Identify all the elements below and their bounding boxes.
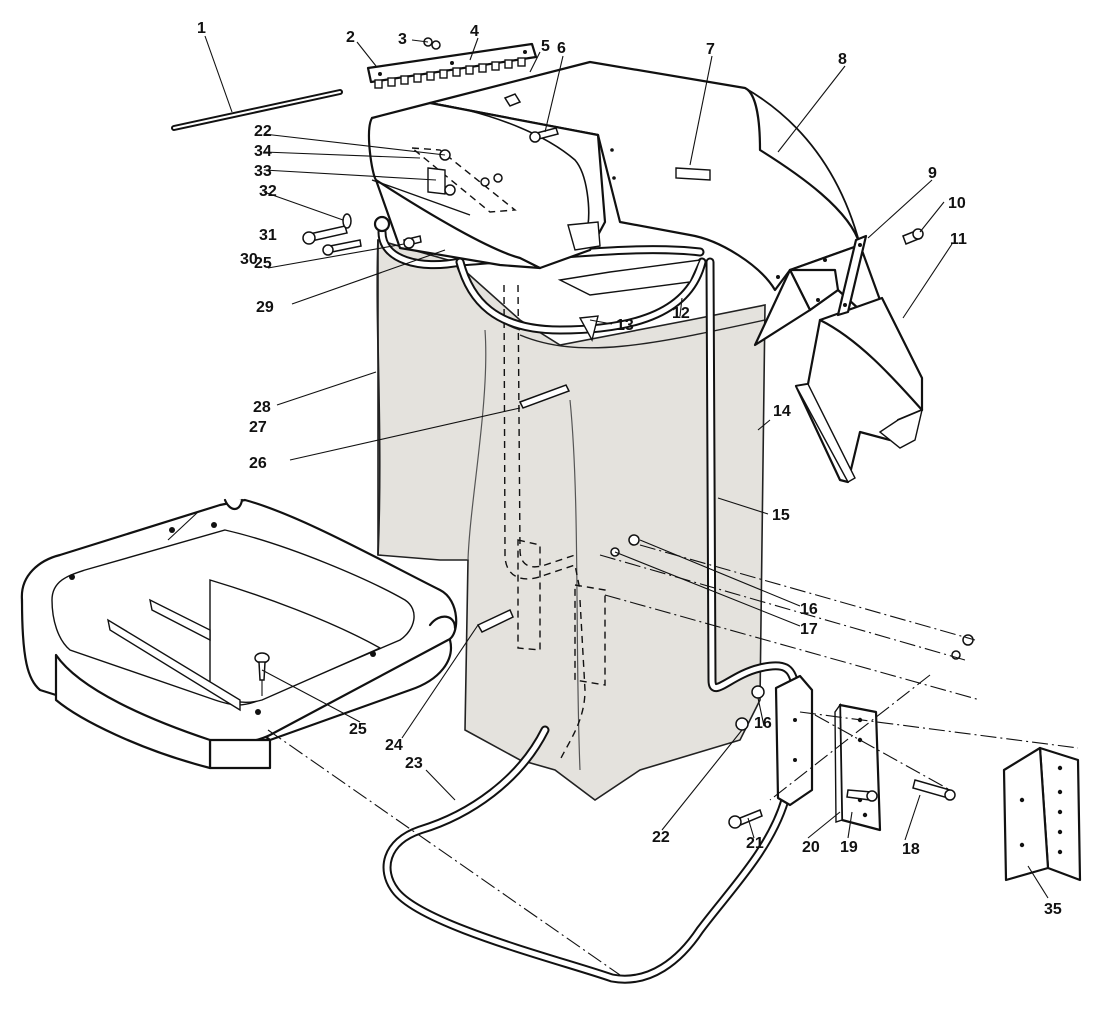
- handle-bracket: [774, 674, 882, 832]
- callout-18: 18: [902, 841, 920, 858]
- callout-22-upper: 22: [254, 123, 272, 140]
- callout-26: 26: [249, 455, 267, 472]
- callout-33: 33: [254, 163, 272, 180]
- callout-16-upper: 16: [800, 601, 818, 618]
- callout-2: 2: [346, 29, 355, 46]
- latch-plate: [409, 147, 517, 213]
- grass-bag: [376, 238, 766, 801]
- callout-15: 15: [772, 507, 790, 524]
- callout-9: 9: [928, 165, 937, 182]
- callout-16-lower: 16: [754, 715, 772, 732]
- clevis-pins: [476, 384, 571, 633]
- tray: [20, 498, 458, 770]
- callout-3: 3: [398, 31, 407, 48]
- callout-25-upper: 25: [254, 255, 272, 272]
- callout-28: 28: [253, 399, 271, 416]
- leader-lines: [167, 35, 1049, 899]
- callout-32: 32: [259, 183, 277, 200]
- callout-34: 34: [254, 143, 272, 160]
- callout-1: 1: [197, 20, 206, 37]
- base-frame: [382, 725, 790, 984]
- callout-23: 23: [405, 755, 423, 772]
- retaining-rod: [171, 89, 343, 131]
- handle-frame: [705, 257, 800, 692]
- callout-12: 12: [672, 305, 690, 322]
- callout-8: 8: [838, 51, 847, 68]
- callout-29: 29: [256, 299, 274, 316]
- callout-5: 5: [541, 38, 550, 55]
- callout-7: 7: [706, 41, 715, 58]
- hinge-knuckles: [374, 57, 526, 89]
- hinge-strip: [366, 42, 538, 89]
- callout-35: 35: [1044, 901, 1062, 918]
- callouts: 1 2 3 4 5 6 7 8 9 10 11 12 13 14 15 16 1…: [197, 20, 1062, 918]
- callout-11: 11: [950, 231, 967, 248]
- callout-22-lower: 22: [652, 829, 670, 846]
- callout-27: 27: [249, 419, 267, 436]
- angle-bracket: [1002, 746, 1082, 882]
- callout-19: 19: [840, 839, 858, 856]
- callout-25-lower: 25: [349, 721, 367, 738]
- deflector: [794, 296, 924, 484]
- hidden-frame-lines: [503, 284, 606, 761]
- callout-4: 4: [470, 23, 479, 40]
- callout-17: 17: [800, 621, 818, 638]
- callout-21: 21: [746, 835, 764, 852]
- assembly-centerlines: [261, 544, 1079, 976]
- right-fasteners: [610, 534, 974, 829]
- callout-20: 20: [802, 839, 820, 856]
- callout-14: 14: [773, 403, 791, 420]
- callout-13: 13: [616, 317, 634, 334]
- callout-30: 30: [240, 251, 258, 268]
- left-fasteners: [302, 213, 422, 256]
- callout-24: 24: [385, 737, 403, 754]
- callout-10: 10: [948, 195, 966, 212]
- callout-6: 6: [557, 40, 566, 57]
- callout-31: 31: [259, 227, 277, 244]
